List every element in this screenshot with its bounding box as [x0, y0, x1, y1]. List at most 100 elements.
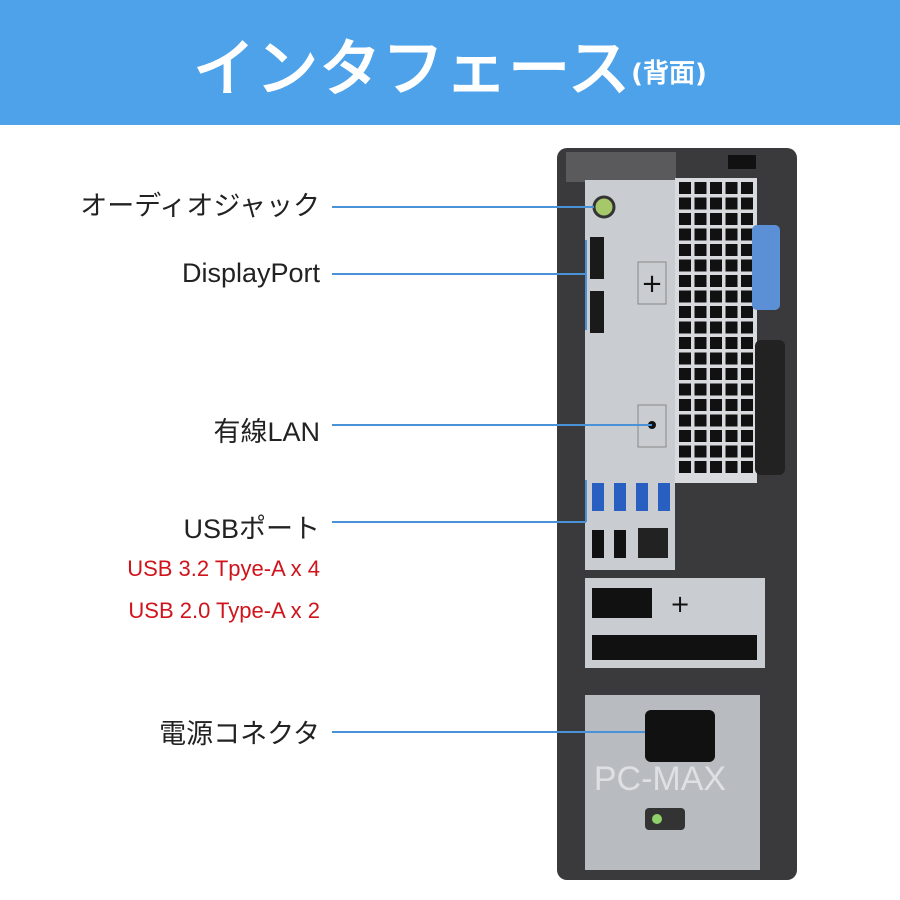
vent-hole	[694, 321, 707, 334]
vent-hole	[694, 414, 707, 427]
vent-hole	[741, 445, 753, 458]
page-title: インタフェース	[193, 31, 632, 105]
vent-hole	[679, 461, 691, 473]
vent-hole	[679, 352, 691, 365]
vent-hole	[741, 321, 753, 334]
vent-hole	[679, 290, 691, 303]
vent-hole	[741, 368, 753, 380]
vent-hole	[710, 306, 722, 318]
vent-hole	[741, 275, 753, 287]
lan-port	[638, 528, 668, 558]
vent-hole	[741, 290, 753, 303]
side-handle	[755, 340, 785, 475]
vent-hole	[725, 182, 738, 194]
vent-hole	[725, 368, 738, 380]
vent-hole	[710, 228, 722, 241]
label-lan: 有線LAN	[213, 417, 320, 447]
vent-hole	[741, 399, 753, 411]
vent-hole	[725, 275, 738, 287]
vent-hole	[741, 337, 753, 349]
vent-hole	[710, 430, 722, 442]
vent-hole	[725, 244, 738, 256]
vent-hole	[725, 259, 738, 272]
vent-hole	[725, 213, 738, 225]
usb20-ports	[592, 530, 626, 558]
vent-hole	[694, 244, 707, 256]
vent-hole	[679, 182, 691, 194]
release-latch	[752, 225, 780, 310]
vent-hole	[694, 368, 707, 380]
vent-hole	[679, 368, 691, 380]
vent-hole	[694, 228, 707, 241]
vent-hole	[694, 383, 707, 396]
vent-hole	[679, 275, 691, 287]
vent-hole	[710, 399, 722, 411]
vent-hole	[679, 445, 691, 458]
vent-hole	[679, 228, 691, 241]
label-power: 電源コネクタ	[159, 719, 320, 749]
svg-text:+: +	[641, 269, 663, 299]
watermark: PC-MAX	[594, 760, 726, 798]
vent-hole	[710, 197, 722, 210]
vent-hole	[679, 383, 691, 396]
vent-hole	[694, 430, 707, 442]
vent-hole	[725, 383, 738, 396]
vent-hole	[725, 306, 738, 318]
vent-hole	[725, 321, 738, 334]
vent-hole	[741, 182, 753, 194]
vent-hole	[679, 244, 691, 256]
vent-hole	[741, 228, 753, 241]
vent-hole	[694, 399, 707, 411]
knockout-plate	[637, 261, 667, 305]
vent-hole	[710, 445, 722, 458]
usb20-detail: USB 2.0 Type-A x 2	[128, 598, 320, 623]
vent-hole	[725, 399, 738, 411]
svg-text:+: +	[670, 590, 690, 618]
top-bezel	[566, 152, 676, 182]
vent-hole	[710, 259, 722, 272]
vent-hole	[741, 352, 753, 365]
vent-hole	[710, 352, 722, 365]
vent-hole	[694, 182, 707, 194]
vent-hole	[679, 399, 691, 411]
vent-hole	[725, 352, 738, 365]
vent-hole	[694, 197, 707, 210]
vent-hole	[725, 290, 738, 303]
vent-hole	[725, 430, 738, 442]
vent-hole	[694, 306, 707, 318]
vent-hole	[710, 182, 722, 194]
vent-hole	[741, 414, 753, 427]
vent-hole	[741, 306, 753, 318]
vent-hole	[741, 461, 753, 473]
vent-hole	[741, 244, 753, 256]
vent-hole	[725, 461, 738, 473]
vent-hole	[725, 337, 738, 349]
vent-hole	[710, 213, 722, 225]
callout-lines	[332, 206, 652, 733]
lock-slot	[728, 155, 756, 169]
vent-hole	[741, 259, 753, 272]
vent-hole	[679, 197, 691, 210]
vent-hole	[710, 337, 722, 349]
vent-grid	[679, 182, 753, 473]
vent-hole	[679, 430, 691, 442]
vent-hole	[694, 213, 707, 225]
vent-hole	[694, 445, 707, 458]
vent-hole	[679, 213, 691, 225]
vent-hole	[710, 383, 722, 396]
vent-hole	[679, 337, 691, 349]
header-banner: インタフェース (背面)	[0, 0, 900, 125]
vent-hole	[679, 414, 691, 427]
vent-hole	[725, 228, 738, 241]
vent-hole	[694, 290, 707, 303]
displayport-1	[590, 237, 604, 279]
vent-hole	[710, 321, 722, 334]
audio-jack-port	[592, 195, 616, 219]
page-subtitle: (背面)	[631, 59, 707, 89]
vent-hole	[710, 414, 722, 427]
vent-hole	[694, 259, 707, 272]
vent-hole	[710, 290, 722, 303]
vent-hole	[710, 461, 722, 473]
vent-hole	[694, 352, 707, 365]
